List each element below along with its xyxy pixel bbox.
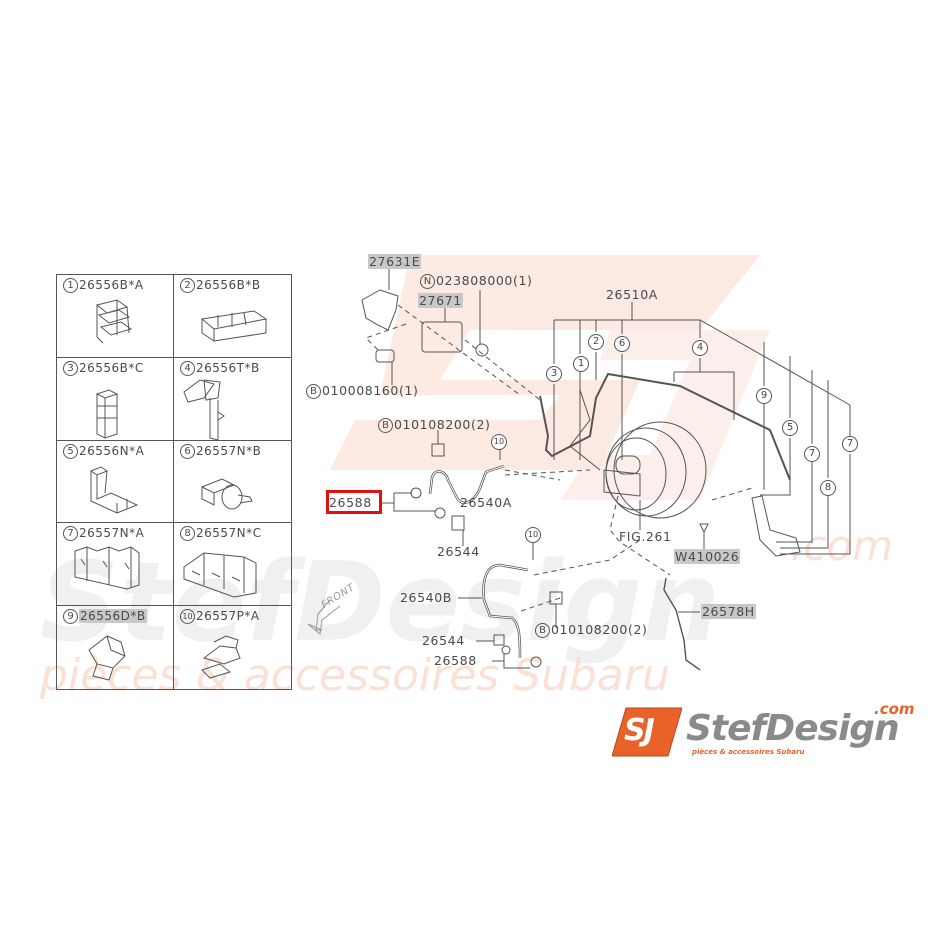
clip-part-number: 26557N*C: [196, 526, 262, 541]
clip-number: 7: [63, 526, 78, 542]
highlighted-part-box: [326, 490, 382, 514]
clip-part-number: 26557N*B: [196, 443, 262, 458]
callout-1: 1: [573, 356, 589, 372]
label-26544-top[interactable]: 26544: [437, 544, 480, 559]
clip-number: 10: [180, 609, 195, 625]
clip-7-drawing: [74, 546, 140, 590]
label-26588-bottom[interactable]: 26588: [434, 653, 477, 668]
label-w410026[interactable]: W410026: [674, 549, 741, 564]
clip-8-drawing: [183, 552, 257, 598]
clip-number: 4: [180, 360, 195, 376]
clip-part-number: 26556B*A: [79, 278, 144, 292]
stefdesign-logo[interactable]: SJ StefDesign .com pièces & accessoires …: [612, 700, 922, 760]
clip-5-drawing: [89, 466, 139, 514]
clip-part-number: 26556B*C: [79, 360, 144, 375]
callout-7a: 7: [804, 446, 820, 462]
b-marker: B: [535, 623, 550, 638]
callout-5: 5: [782, 420, 798, 436]
clip-number: 1: [63, 278, 78, 293]
clip-6-drawing: [200, 478, 253, 510]
clip-1-drawing: [95, 299, 133, 344]
front-direction-label: FRONT: [319, 582, 357, 612]
logo-brand-text: StefDesign: [686, 708, 900, 749]
clip-part-number: 26556D*B: [79, 609, 147, 624]
label-26578h[interactable]: 26578H: [701, 604, 756, 619]
clip-3-drawing: [95, 389, 119, 439]
clip-part-number: 26556B*B: [196, 278, 261, 292]
clip-part-number: 26556T*B: [196, 360, 260, 375]
n-marker: N: [420, 274, 435, 289]
clip-2-drawing: [200, 310, 268, 342]
b-marker: B: [306, 384, 321, 399]
sj-logo-mark-icon: [612, 707, 682, 757]
callout-7b: 7: [842, 436, 858, 452]
svg-text:.com: .com: [790, 521, 893, 570]
label-26510a[interactable]: 26510A: [606, 287, 658, 302]
label-26540b[interactable]: 26540B: [400, 590, 452, 605]
clip-9-drawing: [88, 635, 126, 681]
clip-4-drawing: [183, 379, 225, 441]
label-26588-top[interactable]: 26588: [329, 495, 372, 510]
callout-3: 3: [546, 366, 562, 382]
callout-2: 2: [588, 334, 604, 350]
clip-part-number: 26557P*A: [196, 609, 260, 624]
clip-number: 5: [63, 443, 78, 459]
clip-number: 3: [63, 360, 78, 376]
clip-number: 9: [63, 609, 78, 625]
label-fig261[interactable]: FIG.261: [619, 529, 672, 544]
logo-domain-text: .com: [874, 700, 915, 718]
logo-tagline-text: pièces & accessoires Subaru: [692, 748, 805, 756]
callout-8: 8: [820, 480, 836, 496]
logo-mark-text: SJ: [624, 713, 655, 748]
callout-10-bottom: 10: [525, 527, 541, 543]
clip-10-drawing: [201, 635, 241, 679]
clip-part-number: 26556N*A: [79, 443, 145, 458]
callout-9: 9: [756, 388, 772, 404]
label-26540a[interactable]: 26540A: [460, 495, 512, 510]
callout-4: 4: [692, 340, 708, 356]
callout-6: 6: [614, 336, 630, 352]
label-27671[interactable]: 27671: [418, 293, 463, 308]
clip-part-number: 26557N*A: [79, 526, 145, 541]
label-27631e[interactable]: 27631E: [368, 254, 422, 269]
clip-number: 8: [180, 526, 195, 542]
bracket-27631e: [361, 289, 399, 331]
b-marker: B: [378, 418, 393, 433]
callout-10-top: 10: [491, 434, 507, 450]
label-26544-bottom[interactable]: 26544: [422, 633, 465, 648]
clip-number: 2: [180, 278, 195, 293]
clip-number: 6: [180, 443, 195, 459]
